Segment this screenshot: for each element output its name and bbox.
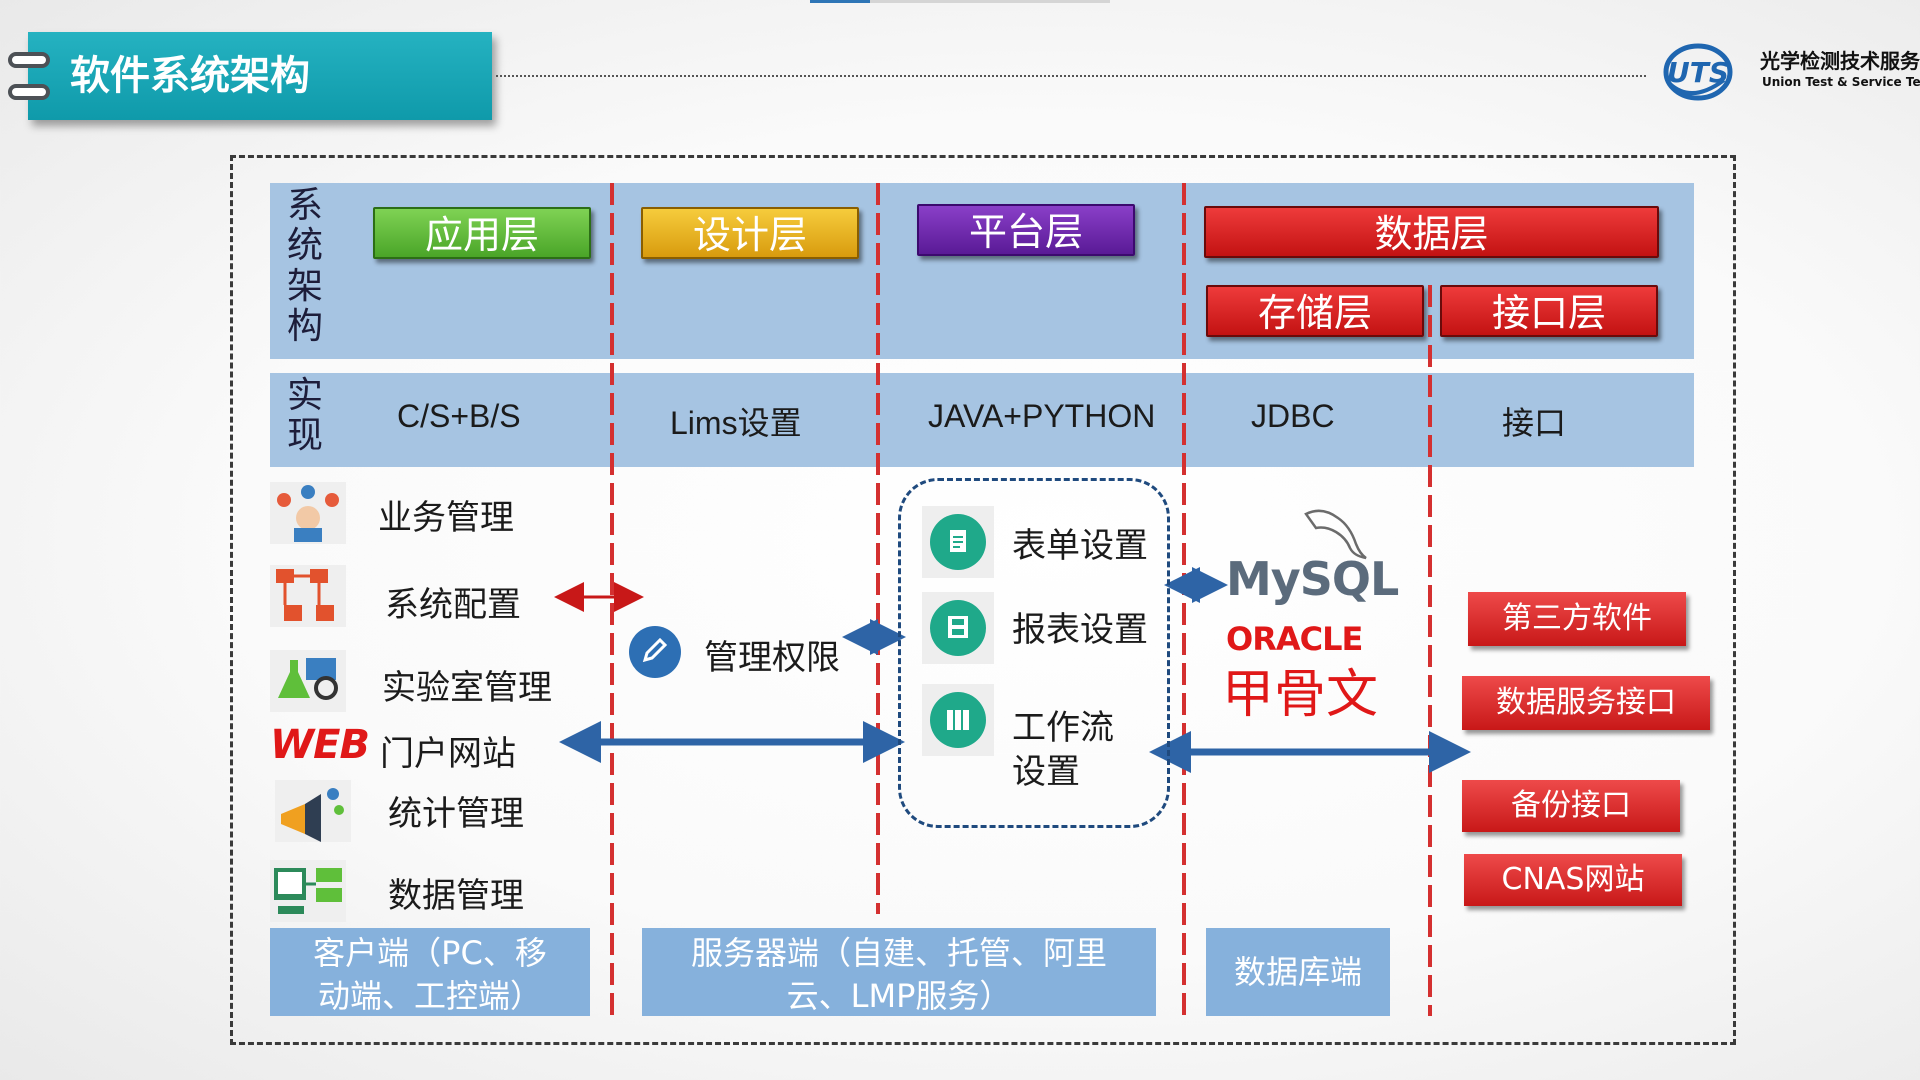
portal-website-label: 门户网站 (380, 734, 516, 774)
impl-interface: 接口 (1502, 405, 1567, 441)
binder-ring-icon (8, 84, 50, 100)
impl-jdbc: JDBC (1251, 398, 1335, 434)
architecture-row-label: 系 统 架 构 (286, 185, 323, 347)
uts-logo-icon: UTS (1663, 43, 1733, 101)
app-layer-label: 应用层 (373, 207, 591, 259)
oracle-logo: ORACLE (1226, 620, 1363, 658)
statistics-management-icon (275, 780, 351, 842)
mysql-dolphin-icon (1304, 509, 1367, 560)
data-layer-label: 数据层 (1204, 206, 1659, 258)
backup-interface-button[interactable]: 备份接口 (1462, 780, 1680, 832)
statistics-management-label: 统计管理 (388, 794, 524, 834)
platform-layer-label: 平台层 (917, 204, 1135, 256)
binder-ring-icon (8, 52, 50, 68)
workflow-settings-icon (922, 684, 994, 756)
cnas-website-button[interactable]: CNAS网站 (1464, 854, 1682, 906)
impl-java-python: JAVA+PYTHON (928, 398, 1156, 434)
form-settings-label: 表单设置 (1012, 526, 1148, 566)
diagram-frame (230, 155, 1736, 1045)
implementation-row-label: 实 现 (286, 375, 323, 457)
form-settings-icon (922, 506, 994, 578)
server-side-box: 服务器端（自建、托管、阿里 云、LMP服务） (642, 928, 1156, 1016)
workflow-label: 工作流 (1012, 708, 1114, 748)
business-management-label: 业务管理 (378, 498, 514, 538)
data-service-interface-button[interactable]: 数据服务接口 (1462, 676, 1710, 730)
svg-text:UTS: UTS (1667, 56, 1729, 89)
web-logo-icon: WEB (270, 722, 370, 768)
impl-cs-bs: C/S+B/S (397, 398, 521, 434)
client-side-box: 客户端（PC、移 动端、工控端） (270, 928, 590, 1016)
top-accent-bar (810, 0, 870, 3)
report-settings-label: 报表设置 (1012, 610, 1148, 650)
top-accent-bar (870, 0, 1110, 3)
system-config-icon (270, 565, 346, 627)
title-divider (496, 75, 1646, 77)
report-settings-icon (922, 592, 994, 664)
design-layer-label: 设计层 (641, 207, 859, 259)
system-config-label: 系统配置 (385, 585, 521, 625)
mysql-logo: MySQL (1226, 552, 1399, 606)
lab-management-icon (270, 650, 346, 712)
workflow-settings-label: 设置 (1012, 752, 1080, 792)
oracle-chinese-logo: 甲骨文 (1222, 665, 1379, 725)
data-management-icon (270, 860, 346, 922)
logo-chinese-text: 光学检测技术服务 (1760, 49, 1920, 73)
storage-layer-label: 存储层 (1206, 285, 1424, 337)
implementation-band (270, 373, 1694, 467)
management-permission-label: 管理权限 (704, 638, 840, 678)
database-side-box: 数据库端 (1206, 928, 1390, 1016)
logo-english-text: Union Test & Service Team (1762, 75, 1920, 89)
impl-lims-settings: Lims设置 (670, 405, 802, 441)
interface-layer-label: 接口层 (1440, 285, 1658, 337)
platform-settings-group (898, 478, 1170, 828)
lab-management-label: 实验室管理 (382, 668, 552, 708)
business-management-icon (270, 482, 346, 544)
edit-icon (629, 626, 681, 678)
page-title: 软件系统架构 (28, 32, 492, 120)
data-management-label: 数据管理 (388, 876, 524, 916)
third-party-software-button[interactable]: 第三方软件 (1468, 592, 1686, 646)
